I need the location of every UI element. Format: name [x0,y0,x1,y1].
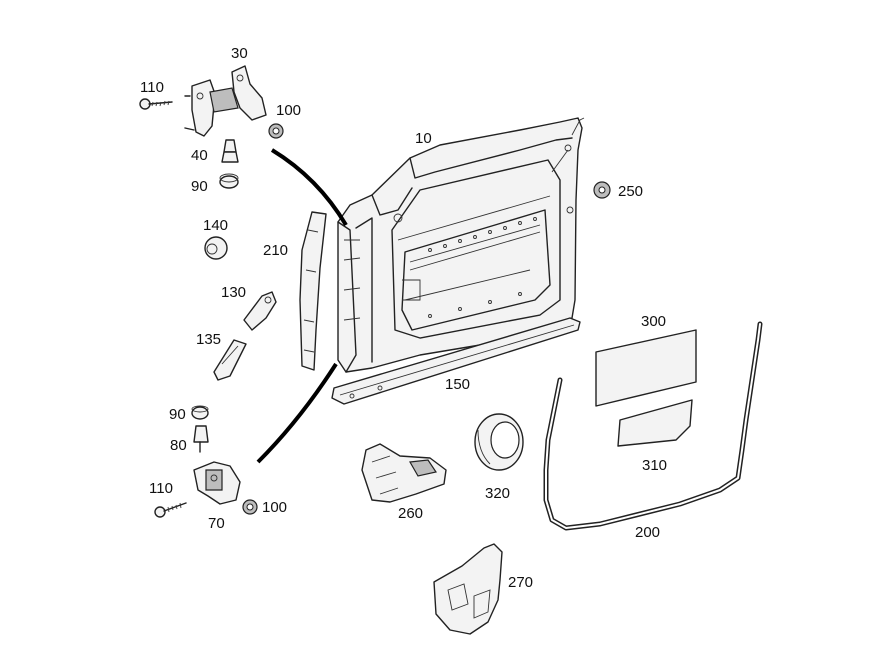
label-300: 300 [641,313,666,330]
nut-part-upper [268,123,284,139]
label-30: 30 [231,45,248,62]
plug-part [204,236,228,260]
label-320: 320 [485,485,510,502]
label-10: 10 [415,130,432,147]
label-130: 130 [221,284,246,301]
label-110-top: 110 [140,79,164,96]
label-260: 260 [398,505,423,522]
label-90-top: 90 [191,178,208,195]
grommet-part [593,181,611,199]
label-110-bottom: 110 [149,480,173,497]
nut-part-lower [242,499,258,515]
cover-part [433,543,503,635]
label-250: 250 [618,183,643,200]
door-trim-strip-part [299,211,327,371]
lower-hinge-part [193,461,241,505]
label-40: 40 [191,147,208,164]
label-140: 140 [203,217,228,234]
label-100-bottom: 100 [262,499,287,516]
assembly-arrow-lower [256,362,338,464]
bushing-part-upper [219,173,239,189]
screw-part-upper [139,98,173,110]
label-80: 80 [170,437,187,454]
label-150: 150 [445,376,470,393]
check-strap-part [243,291,277,331]
label-70: 70 [208,515,225,532]
upper-hinge-part [184,65,267,137]
door-shell-part [337,117,585,373]
label-90-bottom: 90 [169,406,186,423]
sill-strip-part [331,317,581,405]
label-200: 200 [635,524,660,541]
label-270: 270 [508,574,533,591]
foil-panel-part-300 [595,329,697,407]
assembly-arrow-upper [270,148,348,227]
screw-part-lower [154,502,187,518]
label-100-top: 100 [276,102,301,119]
label-135: 135 [196,331,221,348]
lock-bracket-part [361,443,447,503]
foil-panel-part-310 [617,399,693,447]
door-seal-part [543,321,763,531]
ring-seal-part [474,413,524,471]
label-210: 210 [263,242,288,259]
bolt-part-lower [193,425,209,453]
label-310: 310 [642,457,667,474]
bushing-part-lower [191,405,209,420]
bolt-part [221,139,239,163]
door-arm-part [213,339,247,381]
